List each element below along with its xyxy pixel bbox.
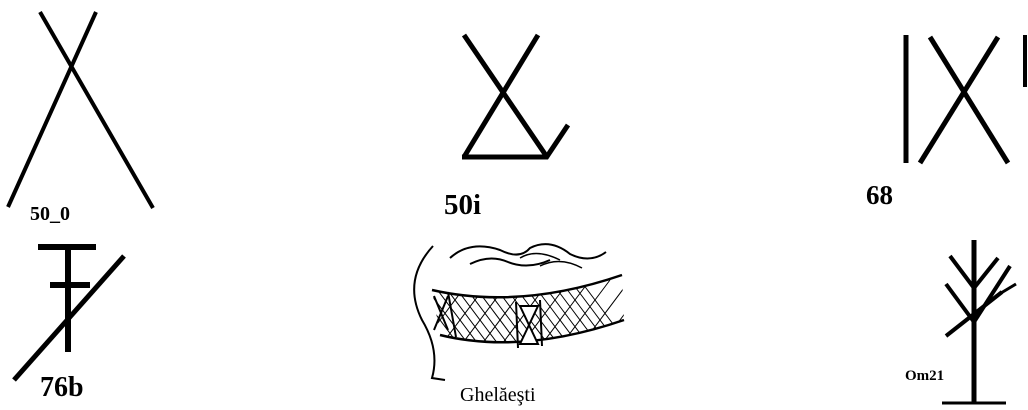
sign-68-glyph [890, 25, 1028, 170]
sign-50i-glyph [440, 20, 590, 165]
sign-50i-label: 50i [444, 191, 481, 220]
ghelaesti-pottery-drawing [410, 240, 632, 382]
sign-76b-glyph [0, 240, 140, 390]
sign-om21-label: Om21 [905, 369, 944, 384]
sign-50-0-label: 50_0 [30, 204, 70, 224]
sign-68-label: 68 [866, 182, 893, 209]
ghelaesti-caption: Ghelăeşti [460, 385, 536, 405]
sign-76b-label: 76b [40, 374, 84, 402]
sign-50-0-glyph [0, 0, 170, 215]
